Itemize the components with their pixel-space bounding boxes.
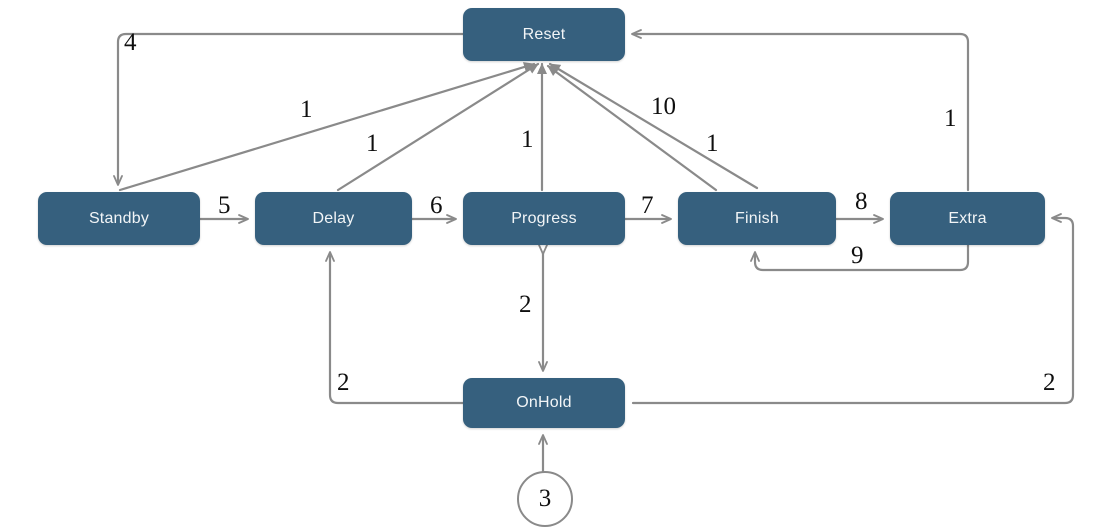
edge-extra-finish [750, 243, 970, 272]
edge-label-finish-reset-2: 1 [706, 130, 719, 157]
edge-label-onhold-delay: 2 [337, 369, 350, 396]
state-node-progress[interactable]: Progress [463, 192, 625, 245]
state-label-progress: Progress [511, 209, 577, 227]
edge-label-extra-onhold: 2 [1043, 369, 1056, 396]
edge-finish-reset [548, 62, 759, 190]
state-label-delay: Delay [312, 209, 355, 227]
edge-label-delay-reset: 1 [366, 130, 379, 157]
state-label-onhold: OnHold [516, 394, 572, 411]
edge-label-extra-finish: 9 [851, 242, 864, 269]
edge-label-standby-reset: 1 [300, 96, 313, 123]
edge-extra-reset [631, 29, 970, 192]
state-node-reset[interactable]: Reset [463, 8, 625, 61]
edge-label-progress-reset: 1 [521, 126, 534, 153]
state-node-finish[interactable]: Finish [678, 192, 836, 245]
edge-label-reset-standby: 4 [124, 29, 137, 56]
edge-delay-reset [336, 62, 540, 192]
start-node-label: 3 [538, 485, 552, 512]
edge-label-extra-reset: 1 [944, 105, 957, 132]
edge-label-progress-finish: 7 [641, 192, 654, 219]
state-label-reset: Reset [522, 25, 566, 43]
state-label-extra: Extra [948, 209, 987, 227]
edge-label-progress-onhold: 2 [519, 291, 532, 318]
edge-onhold-delay [325, 251, 465, 405]
state-node-standby[interactable]: Standby [38, 192, 200, 245]
state-node-delay[interactable]: Delay [255, 192, 412, 245]
edge-label-standby-delay: 5 [218, 192, 231, 219]
state-node-onhold[interactable]: OnHold [463, 378, 625, 428]
start-node-circle[interactable]: 3 [517, 471, 573, 527]
edge-standby-reset [118, 62, 536, 192]
edge-label-finish-extra: 8 [855, 188, 868, 215]
state-label-standby: Standby [88, 209, 150, 227]
edge-label-finish-reset: 10 [651, 93, 676, 120]
edge-extra-onhold [631, 213, 1075, 405]
edge-finish-reset-2 [546, 64, 718, 192]
state-label-finish: Finish [735, 209, 779, 227]
edge-reset-standby [113, 32, 465, 186]
state-node-extra[interactable]: Extra [890, 192, 1045, 245]
edge-label-delay-progress: 6 [430, 192, 443, 219]
